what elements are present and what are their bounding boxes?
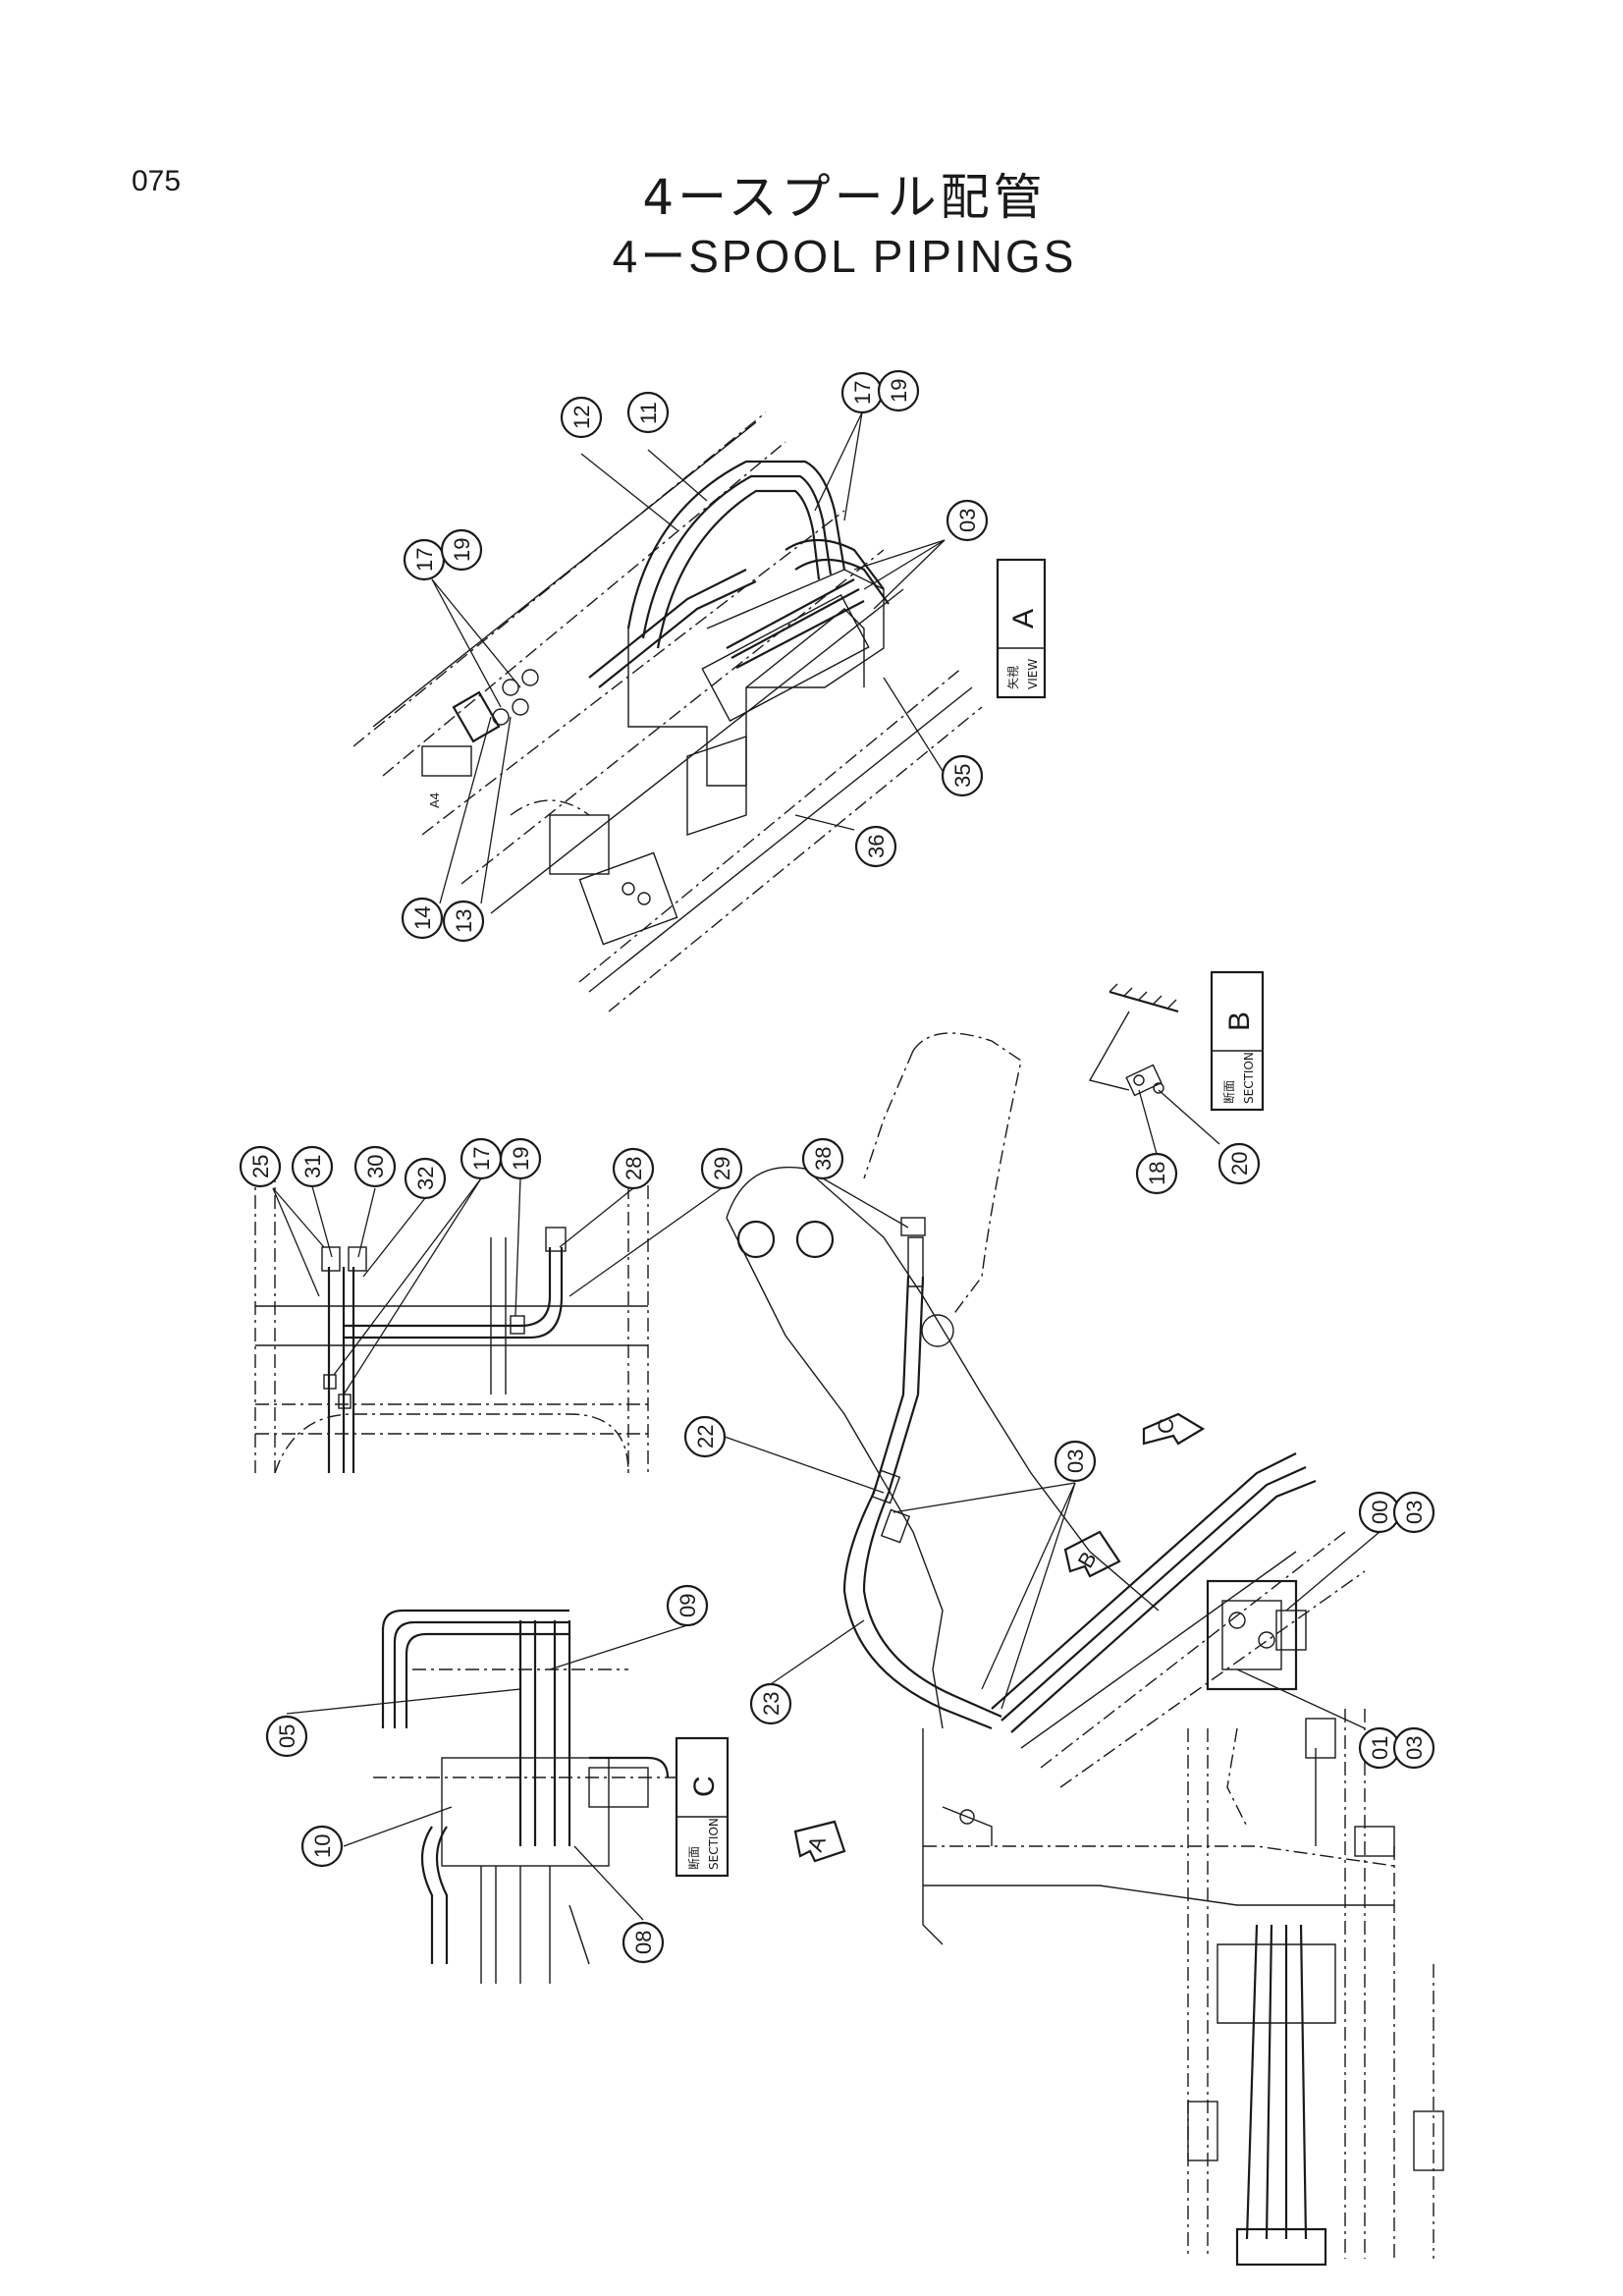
svg-text:31: 31	[300, 1155, 325, 1178]
callout-03: 03	[946, 499, 989, 542]
callout-03: 03	[1392, 1491, 1435, 1534]
callout-19: 19	[877, 369, 920, 412]
svg-text:03: 03	[1402, 1501, 1427, 1524]
svg-text:00: 00	[1368, 1501, 1392, 1524]
title-japanese: 4ースプール配管	[642, 169, 1047, 226]
arrow-a: A	[793, 1820, 846, 1863]
svg-text:01: 01	[1368, 1736, 1392, 1760]
title-english: 4ーSPOOL PIPINGS	[612, 231, 1077, 282]
callout-19: 19	[499, 1137, 542, 1180]
callout-19: 19	[440, 528, 483, 572]
view-a-drawing	[352, 411, 983, 1012]
svg-text:09: 09	[676, 1594, 700, 1617]
section-c-jp: 断面	[686, 1846, 701, 1870]
svg-text:32: 32	[413, 1167, 438, 1190]
view-a-jp: 矢視	[1005, 666, 1020, 689]
section-c-label: 断面 SECTION C	[675, 1736, 730, 1878]
callout-00: 00	[1358, 1491, 1401, 1534]
svg-text:10: 10	[310, 1834, 335, 1858]
svg-text:19: 19	[509, 1147, 533, 1171]
callout-03: 03	[1392, 1726, 1435, 1770]
svg-text:05: 05	[275, 1724, 299, 1748]
view-a-en: VIEW	[1026, 659, 1040, 689]
callout-05: 05	[265, 1715, 308, 1758]
pipe-cross-view-drawing	[254, 1159, 649, 1474]
callout-35: 35	[941, 754, 984, 797]
svg-text:19: 19	[450, 538, 474, 562]
section-c-letter: C	[688, 1776, 721, 1797]
svg-text:36: 36	[864, 835, 889, 858]
svg-text:13: 13	[452, 909, 476, 933]
callout-14: 14	[401, 897, 444, 940]
svg-text:19: 19	[887, 379, 911, 403]
mark-a4: A4	[427, 793, 442, 808]
callout-18: 18	[1135, 1152, 1178, 1195]
title-block: 4ースプール配管 4ーSPOOL PIPINGS	[550, 167, 1139, 285]
leader-lines	[272, 411, 1380, 1921]
svg-text:28: 28	[622, 1157, 646, 1180]
callout-25: 25	[239, 1145, 282, 1188]
callout-20: 20	[1217, 1142, 1261, 1185]
svg-text:35: 35	[950, 764, 975, 788]
arrow-a-letter: A	[802, 1832, 831, 1855]
view-a-label: 矢視 VIEW A	[996, 558, 1047, 699]
svg-text:03: 03	[1402, 1736, 1427, 1760]
callout-11: 11	[626, 391, 670, 434]
svg-text:14: 14	[410, 906, 435, 930]
callout-32: 32	[404, 1157, 447, 1200]
svg-text:25: 25	[248, 1155, 273, 1178]
callout-13: 13	[442, 900, 485, 943]
svg-text:23: 23	[759, 1692, 784, 1716]
section-c-en: SECTION	[707, 1818, 721, 1870]
callout-28: 28	[612, 1147, 655, 1190]
svg-text:08: 08	[631, 1931, 656, 1954]
boom-main-drawing	[726, 1032, 1444, 2267]
section-c-drawing	[373, 1609, 707, 1984]
view-a-letter: A	[1007, 609, 1040, 629]
svg-text:17: 17	[850, 381, 875, 405]
section-b-letter: B	[1223, 1011, 1256, 1031]
svg-text:03: 03	[955, 509, 980, 532]
callout-17: 17	[403, 538, 446, 581]
callout-03: 03	[1054, 1440, 1097, 1483]
callout-38: 38	[801, 1137, 844, 1180]
svg-text:03: 03	[1063, 1449, 1088, 1473]
callout-23: 23	[749, 1682, 792, 1725]
callout-09: 09	[666, 1584, 709, 1627]
arrow-c-letter: C	[1154, 1418, 1178, 1434]
arrow-c: C	[1142, 1412, 1206, 1446]
svg-text:29: 29	[710, 1157, 734, 1180]
section-b-drawing	[1088, 983, 1179, 1097]
section-b-label: 断面 SECTION B	[1210, 970, 1265, 1112]
svg-text:22: 22	[693, 1425, 718, 1449]
callout-22: 22	[683, 1415, 727, 1458]
page-number: 075	[132, 165, 182, 197]
svg-text:30: 30	[363, 1155, 388, 1178]
callout-30: 30	[353, 1145, 397, 1188]
callout-01: 01	[1358, 1726, 1401, 1770]
svg-text:17: 17	[469, 1147, 494, 1171]
callout-36: 36	[854, 825, 897, 868]
callout-17: 17	[840, 371, 884, 414]
callout-29: 29	[700, 1147, 743, 1190]
svg-text:11: 11	[636, 402, 661, 424]
section-b-en: SECTION	[1242, 1052, 1256, 1104]
callout-12: 12	[560, 396, 603, 439]
section-b-jp: 断面	[1221, 1080, 1236, 1104]
callout-10: 10	[300, 1825, 344, 1868]
svg-text:18: 18	[1145, 1162, 1169, 1185]
svg-text:12: 12	[569, 406, 594, 429]
svg-text:20: 20	[1227, 1152, 1252, 1175]
callout-17: 17	[460, 1137, 503, 1180]
callout-08: 08	[622, 1921, 665, 1964]
svg-text:38: 38	[811, 1147, 836, 1171]
callout-31: 31	[291, 1145, 334, 1188]
svg-text:17: 17	[412, 548, 437, 572]
